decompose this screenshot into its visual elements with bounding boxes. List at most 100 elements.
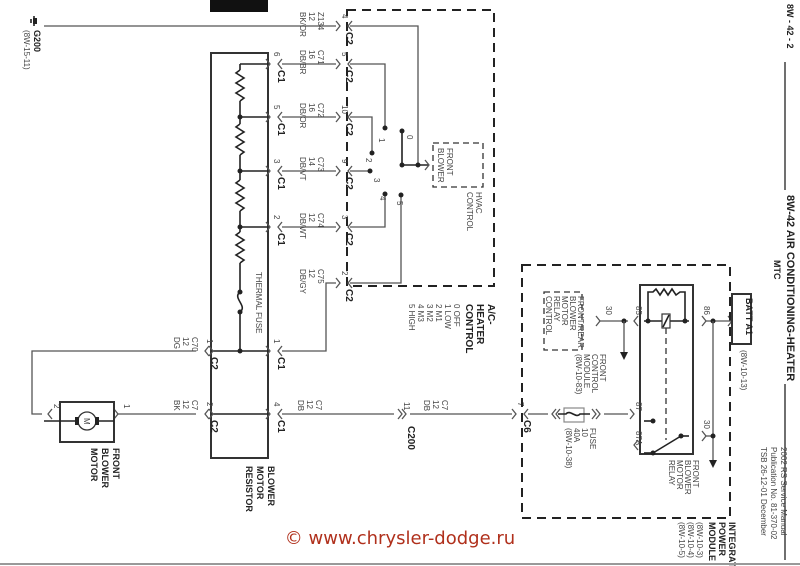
motor-pin: 2 (52, 404, 61, 409)
control-pin: 10 (340, 105, 349, 114)
wire-color: DB/WT (298, 213, 307, 239)
control-label-2: HEATER (474, 304, 485, 345)
page-number: 8W - 42 - 2 (785, 4, 795, 49)
thermal-fuse-label: THERMAL FUSE (254, 272, 263, 334)
connector-chevron (277, 408, 283, 420)
front-blower-label-1: FRONT (445, 148, 454, 176)
pub-line-1: 2002 RS Service Manual (779, 447, 788, 536)
connector-chevron (401, 408, 407, 420)
control-switch-wiring (350, 25, 430, 284)
page-title: 8W-42 AIR CONDITIONING-HEATER (784, 195, 796, 381)
connector-chevron (335, 277, 341, 289)
connector-chevron (591, 408, 597, 420)
resistor-pin: 5 (272, 105, 281, 110)
front-blower-subbox (432, 142, 484, 188)
watermark: © www.chrysler-dodge.ru (284, 528, 516, 549)
ground-ref: (8W-15-11) (22, 30, 31, 70)
resistor-connector: C2 (208, 357, 219, 370)
control-connector: C2 (343, 70, 354, 83)
ground-g200: G200 (8W-15-11) (22, 16, 336, 70)
connector-chevron (335, 58, 341, 70)
connector-chevron (335, 111, 341, 123)
wire-gauge: 16 (307, 50, 316, 59)
relay-internals (644, 287, 689, 456)
wire-id: Z134 (316, 12, 325, 31)
connector-chevron (265, 58, 271, 70)
front-blower-label-2: BLOWER (436, 148, 445, 183)
wire-id: C72 (316, 103, 325, 118)
connector-chevron (204, 408, 210, 420)
control-position: 2 M1 (434, 304, 443, 322)
resistor-pin: 2 (205, 402, 214, 407)
connector-chevron (335, 165, 341, 177)
fcm-relay-label: FRONT/REAR (576, 296, 585, 348)
connector-chevron (511, 408, 517, 420)
resistor-pin: 1 (272, 339, 281, 344)
wire-gauge: 12 (431, 400, 440, 409)
wire-id: C74 (316, 213, 325, 228)
wire-color: DB (296, 400, 305, 411)
resistor-connector: C1 (275, 177, 286, 190)
c200-pin: 11 (402, 402, 411, 411)
fuse-label: (8W-10-38) (564, 428, 573, 469)
c6-pin: 7 (516, 402, 525, 407)
wire-id: C7 (314, 400, 323, 411)
fuse-label: FUSE (588, 428, 597, 449)
front-blower-motor-box (59, 401, 115, 443)
connector-chevron (277, 165, 283, 177)
relay-label: BLOWER (683, 460, 692, 495)
wire-id: C73 (316, 157, 325, 172)
resistor-label-1: BLOWER (266, 466, 276, 506)
wire-color: DG (172, 337, 181, 349)
connector-chevron (265, 345, 271, 357)
control-pin: 9 (340, 159, 349, 164)
resistor-connector: C2 (208, 420, 219, 433)
wire-color: DB/GY (298, 269, 307, 295)
switch-pos-5: 5 (395, 201, 404, 206)
connector-chevron (208, 345, 214, 357)
wire-gauge: 12 (305, 400, 314, 409)
connector-chevron (335, 221, 341, 233)
connector-chevron (204, 345, 210, 357)
wire-color: BK (172, 400, 181, 411)
relay-label: RELAY (667, 460, 676, 486)
wire-id: C71 (316, 50, 325, 65)
connector-chevron (633, 439, 639, 451)
wire-color: DB/OR (298, 103, 307, 129)
fuse-label: 10 (580, 428, 589, 437)
resistor-pin: 2 (272, 215, 281, 220)
resistor-pin: 1 (205, 339, 214, 344)
motor-symbol-label: M (82, 418, 91, 425)
control-connector: C2 (343, 177, 354, 190)
page-tab (210, 0, 268, 12)
control-pin: 2 (340, 271, 349, 276)
fcm-label: FRONT (598, 354, 607, 382)
relay-external-wiring (528, 318, 732, 468)
relay-pin-85: 85 (634, 306, 643, 315)
batt-ref: (8W-10-13) (739, 350, 748, 391)
wire-id: C70 (190, 337, 199, 352)
resistor-pin: 6 (272, 52, 281, 57)
connector-chevron (551, 408, 557, 420)
resistor-pin: 4 (272, 402, 281, 407)
wire-gauge: 14 (307, 157, 316, 166)
relay-label: MOTOR (675, 460, 684, 490)
connector-chevron (629, 408, 635, 420)
connector-chevron (335, 20, 341, 32)
wire-id: C7 (440, 400, 449, 411)
wire-id: C75 (316, 269, 325, 284)
bottom-rule (0, 563, 800, 565)
resistor-label-2: MOTOR (255, 466, 265, 500)
ipm-ref: (8W-10-4) (686, 522, 695, 558)
front-blower-motor-relay-box (639, 284, 694, 455)
page-subtitle: MTC (772, 260, 782, 280)
batt-a1-label: BATT A1 (744, 298, 754, 335)
connector-chevron (633, 315, 639, 327)
fcm-label: CONTROL (590, 354, 599, 394)
ground-label: G200 (32, 30, 42, 52)
c6-label: C6 (521, 420, 532, 433)
fcm-label: (8W-10-83) (574, 354, 583, 395)
switch-pos-2: 2 (364, 158, 373, 163)
